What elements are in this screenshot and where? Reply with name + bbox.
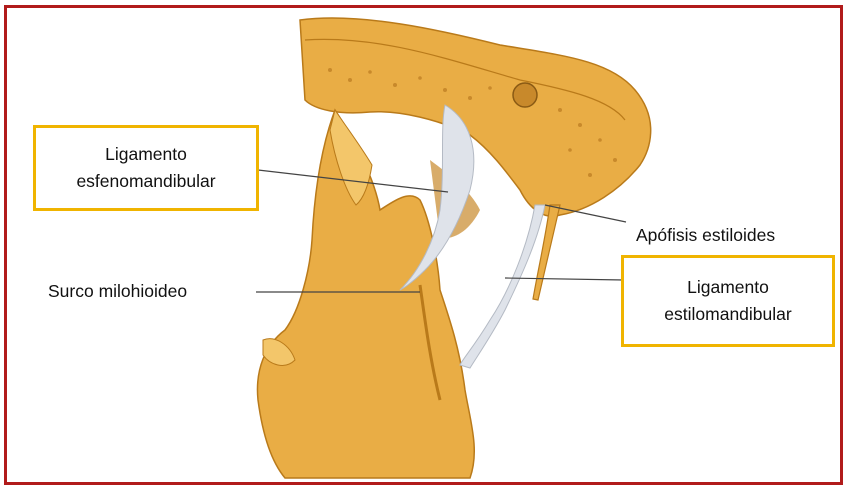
- label-surco-milohioideo: Surco milohioideo: [48, 278, 187, 305]
- label-ligamento-estilomandibular: Ligamento estilomandibular: [621, 255, 835, 347]
- leader-line-estilomandibular: [505, 278, 624, 280]
- surco-text: Surco milohioideo: [48, 281, 187, 301]
- apofisis-text: Apófisis estiloides: [636, 225, 775, 245]
- esfenomandibular-line1: Ligamento: [105, 141, 187, 168]
- estilomandibular-line2: estilomandibular: [664, 301, 791, 328]
- bone-foramen: [513, 83, 537, 107]
- label-ligamento-esfenomandibular: Ligamento esfenomandibular: [33, 125, 259, 211]
- esfenomandibular-line2: esfenomandibular: [76, 168, 215, 195]
- label-apofisis-estiloides: Apófisis estiloides: [636, 222, 775, 249]
- stylomandibular-ligament: [460, 205, 545, 368]
- estilomandibular-line1: Ligamento: [687, 274, 769, 301]
